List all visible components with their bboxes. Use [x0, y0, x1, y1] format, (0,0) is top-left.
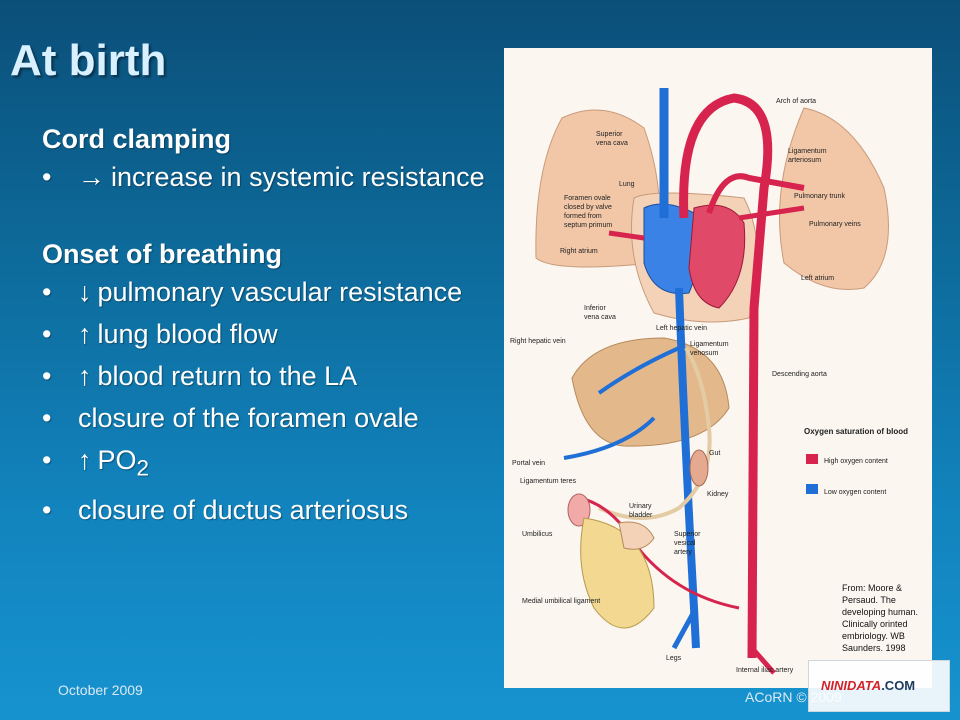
citation-line: embriology. WB	[842, 631, 905, 641]
bullet-glyph: •	[42, 277, 52, 307]
right-arrow-icon: →	[78, 162, 105, 192]
label-legs: Legs	[666, 655, 682, 662]
left-leg-artery	[750, 646, 776, 675]
pulmonary-vein-left	[738, 205, 805, 221]
bullet-text: increase in systemic resistance	[111, 162, 485, 192]
down-arrow-icon: ↓	[78, 277, 92, 307]
slide-title: At birth	[10, 36, 167, 85]
section-heading-onset-of-breathing: Onset of breathing	[42, 239, 283, 269]
slide-content: Cord clamping • →increase in systemic re…	[42, 124, 492, 536]
bullet-item: • ↑lung blood flow	[42, 318, 492, 350]
bullet-text: closure of ductus arteriosus	[78, 495, 409, 526]
bullet-glyph: •	[42, 445, 52, 475]
label-descending-aorta: Descending aorta	[772, 371, 827, 378]
bullet-list-onset-of-breathing: • ↓pulmonary vascular resistance • ↑lung…	[42, 276, 492, 526]
label-internal-iliac-artery: Internal iliac artery	[736, 667, 794, 674]
citation-line: Saunders. 1998	[842, 643, 906, 653]
right-leg-vein	[671, 606, 699, 650]
label-ligamentum-teres: Ligamentum teres	[520, 478, 577, 485]
up-arrow-icon: ↑	[78, 361, 92, 391]
label-pulmonary-trunk: Pulmonary trunk	[794, 193, 845, 200]
left-lung-shape	[779, 107, 889, 291]
bullet-glyph: •	[42, 495, 52, 526]
legend-swatch-low	[806, 484, 818, 494]
inferior-vena-cava	[675, 287, 700, 649]
bladder-shape	[618, 521, 655, 550]
bullet-text: closure of the foramen ovale	[78, 403, 419, 433]
bullet-item: • ↓pulmonary vascular resistance	[42, 276, 492, 308]
watermark-logo: NINIDATA.COM	[808, 660, 950, 712]
hepatic-vein	[597, 346, 680, 395]
label-left-atrium: Left atrium	[801, 275, 834, 282]
citation-line: From: Moore &	[842, 583, 903, 593]
bullet-item: • ↑blood return to the LA	[42, 360, 492, 392]
heart-right-side	[643, 203, 699, 295]
citation-line: Persaud. The	[842, 595, 896, 605]
legend-swatch-high	[806, 454, 818, 464]
bullet-glyph: •	[42, 319, 52, 349]
up-arrow-icon: ↑	[78, 319, 92, 349]
bullet-text: PO	[97, 445, 137, 475]
label-umbilicus: Umbilicus	[522, 531, 553, 538]
legend-title: Oxygen saturation of blood	[804, 427, 908, 436]
bullet-list-cord-clamping: • →increase in systemic resistance	[42, 161, 492, 193]
label-portal-vein: Portal vein	[512, 460, 545, 467]
label-pulmonary-veins: Pulmonary veins	[809, 221, 861, 228]
bullet-glyph: •	[42, 162, 52, 192]
watermark-suffix: .COM	[881, 678, 916, 693]
oxygen-legend: Oxygen saturation of blood High oxygen c…	[804, 427, 908, 496]
pulmonary-vein-right	[608, 230, 645, 241]
bullet-text: blood return to the LA	[97, 361, 358, 391]
label-lung: Lung	[619, 181, 635, 188]
heart-left-side	[688, 204, 746, 309]
legend-label-high: High oxygen content	[824, 458, 888, 465]
kidney-shape	[689, 449, 709, 487]
bullet-subscript: 2	[136, 455, 150, 481]
watermark-brand: NINIDATA	[821, 678, 882, 693]
bullet-text: pulmonary vascular resistance	[97, 277, 463, 307]
citation-line: developing human.	[842, 607, 919, 617]
figure-citation: From: Moore & Persaud. The developing hu…	[842, 582, 934, 654]
up-arrow-icon: ↑	[78, 445, 92, 475]
bullet-text: lung blood flow	[97, 319, 278, 349]
label-right-atrium: Right atrium	[560, 248, 598, 255]
pulmonary-trunk	[706, 173, 805, 214]
citation-line: Clinically orinted	[842, 619, 908, 629]
bullet-glyph: •	[42, 361, 52, 391]
bullet-item: • →increase in systemic resistance	[42, 161, 492, 193]
bullet-glyph: •	[42, 403, 52, 433]
arch-of-aorta	[679, 93, 773, 659]
bullet-item: • closure of ductus arteriosus	[42, 494, 492, 526]
legend-label-low: Low oxygen content	[824, 489, 886, 496]
label-left-hepatic-vein: Left hepatic vein	[656, 325, 707, 332]
portal-vein	[563, 416, 656, 460]
label-right-hepatic-vein: Right hepatic vein	[510, 338, 566, 345]
watermark-text: NINIDATA.COM	[821, 678, 915, 693]
label-arch-of-aorta: Arch of aorta	[776, 98, 816, 105]
label-medial-umbilical-ligament: Medial umbilical ligament	[522, 598, 600, 605]
liver-shape	[571, 337, 730, 447]
bullet-item: • ↑PO2	[42, 444, 492, 484]
bullet-item: • closure of the foramen ovale	[42, 402, 492, 434]
section-heading-cord-clamping: Cord clamping	[42, 124, 232, 154]
label-gut: Gut	[709, 450, 720, 457]
footer-date: October 2009	[58, 682, 143, 698]
label-kidney: Kidney	[707, 491, 729, 498]
